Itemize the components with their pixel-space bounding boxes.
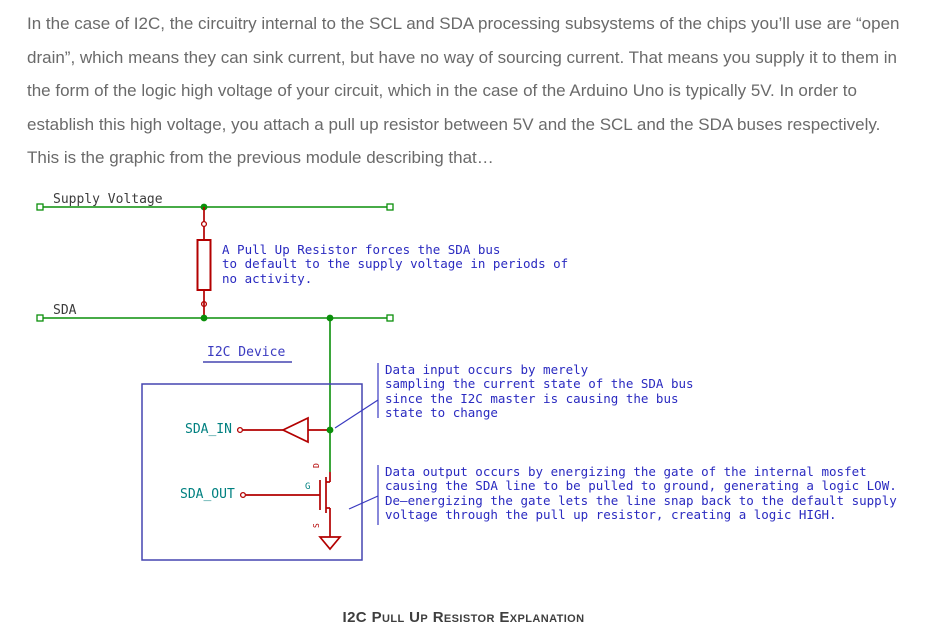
input-buffer-symbol: [236, 416, 330, 443]
schematic-drawing: D S: [36, 202, 394, 561]
figure-caption: I2C Pull Up Resistor Explanation: [342, 608, 585, 626]
sda-label: SDA: [53, 302, 77, 318]
wire-terminal-square: [386, 202, 394, 211]
data-output-note: Data output occurs by energizing the gat…: [385, 463, 897, 522]
pullup-note: A Pull Up Resistor forces the SDA bus to…: [222, 241, 569, 286]
i2c-device-label: I2C Device: [207, 344, 286, 360]
intro-paragraph: In the case of I2C, the circuitry intern…: [27, 14, 900, 167]
i2c-pullup-diagram: D S Supply Voltage SDA I2C Device SDA_IN…: [0, 187, 927, 607]
wire-terminal-square: [36, 313, 44, 322]
pullup-resistor-symbol: [196, 206, 212, 318]
sda-rail-wire: [36, 313, 394, 472]
junction-sda-drop: [326, 314, 334, 321]
wire-terminal-square: [386, 313, 394, 322]
data-input-note: Data input occurs by merely sampling the…: [385, 361, 694, 420]
note-input-leader: [334, 362, 379, 429]
mosfet-gate-pin-label: G: [305, 481, 311, 492]
sda-in-label: SDA_IN: [185, 421, 232, 437]
junction-resistor-sda: [200, 314, 208, 321]
supply-rail-wire: [36, 202, 394, 211]
sda-out-label: SDA_OUT: [180, 486, 235, 502]
supply-voltage-label: Supply Voltage: [53, 191, 163, 207]
mosfet-source-pin-label: S: [312, 523, 321, 528]
i2c-device-box: [141, 382, 363, 561]
article: In the case of I2C, the circuitry intern…: [0, 14, 927, 626]
ground-symbol: [318, 535, 342, 550]
mosfet-symbol: D S: [239, 463, 331, 537]
note-output-leader: [348, 464, 379, 525]
wire-terminal-square: [36, 202, 44, 211]
mosfet-drain-pin-label: D: [312, 463, 321, 468]
junction-buffer-bus: [326, 426, 334, 433]
